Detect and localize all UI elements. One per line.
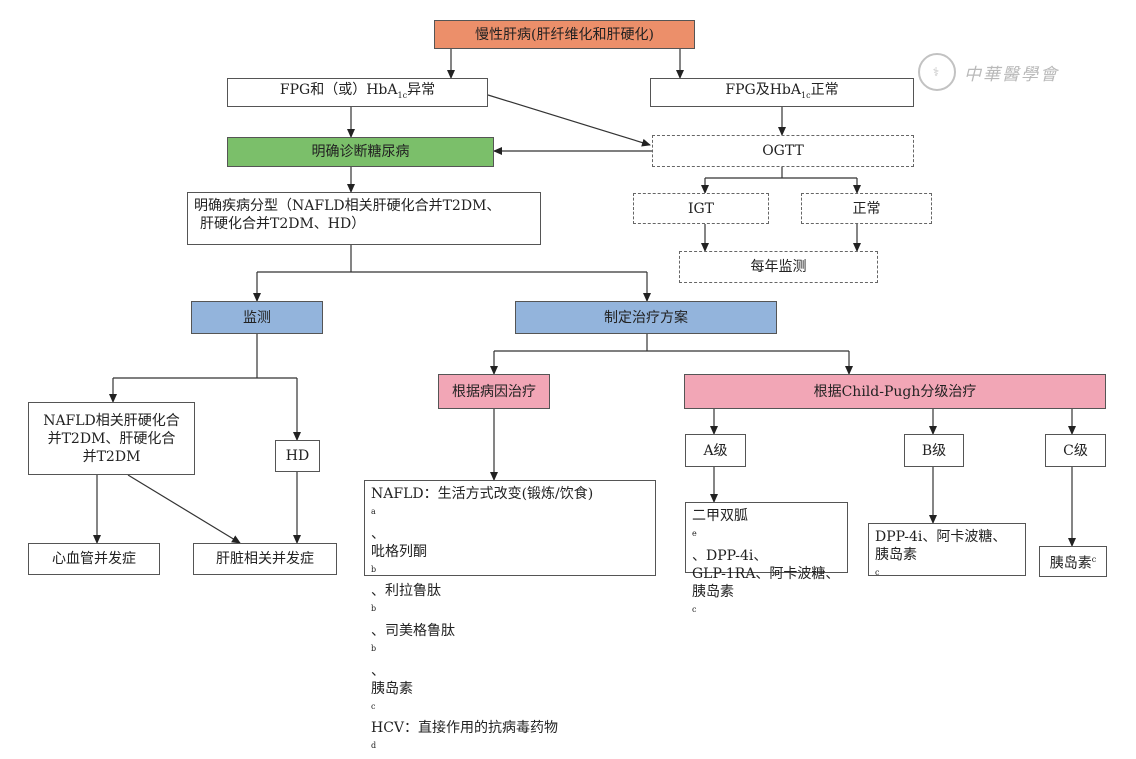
igt-node: IGT — [633, 193, 769, 224]
connector — [487, 94, 651, 147]
grade-b-node: B级 — [904, 434, 964, 467]
normal-node: 正常 — [801, 193, 932, 224]
child-pugh-node: 根据Child-Pugh分级治疗 — [684, 374, 1106, 409]
watermark-logo: ⚕ 中華醫學會 — [918, 52, 1118, 92]
nafld-cirrhosis-node: NAFLD相关肝硬化合 并T2DM、肝硬化合 并T2DM — [28, 402, 195, 475]
connector — [127, 474, 241, 544]
classify-node: 明确疾病分型（NAFLD相关肝硬化合并T2DM、 肝硬化合并T2DM、HD） — [187, 192, 541, 245]
watermark-text: 中華醫學會 — [964, 64, 1059, 85]
fpg-normal-node: FPG及HbA1c正常 — [650, 78, 914, 107]
fpg-normal-label: FPG及HbA1c正常 — [725, 81, 839, 100]
diagnose-node: 明确诊断糖尿病 — [227, 137, 494, 167]
grade-a-node: A级 — [685, 434, 746, 467]
hd-node: HD — [275, 440, 320, 472]
monitor-node: 监测 — [191, 301, 323, 334]
liver-complication-node: 肝脏相关并发症 — [193, 543, 337, 575]
flowchart-connectors — [93, 49, 1076, 547]
ogtt-node: OGTT — [652, 135, 914, 167]
fpg-abnormal-node: FPG和（或）HbA1c异常 — [227, 78, 488, 107]
root-node: 慢性肝病(肝纤维化和肝硬化) — [434, 20, 695, 49]
grade-c-node: C级 — [1045, 434, 1106, 467]
cause-treatment-node: 根据病因治疗 — [438, 374, 550, 409]
annual-monitor-node: 每年监测 — [679, 251, 878, 283]
cardiovascular-complication-node: 心血管并发症 — [28, 543, 160, 575]
seal-icon: ⚕ — [918, 53, 956, 91]
grade-c-text: 胰岛素c — [1039, 546, 1107, 577]
plan-node: 制定治疗方案 — [515, 301, 777, 334]
fpg-abnormal-label: FPG和（或）HbA1c异常 — [279, 81, 436, 100]
